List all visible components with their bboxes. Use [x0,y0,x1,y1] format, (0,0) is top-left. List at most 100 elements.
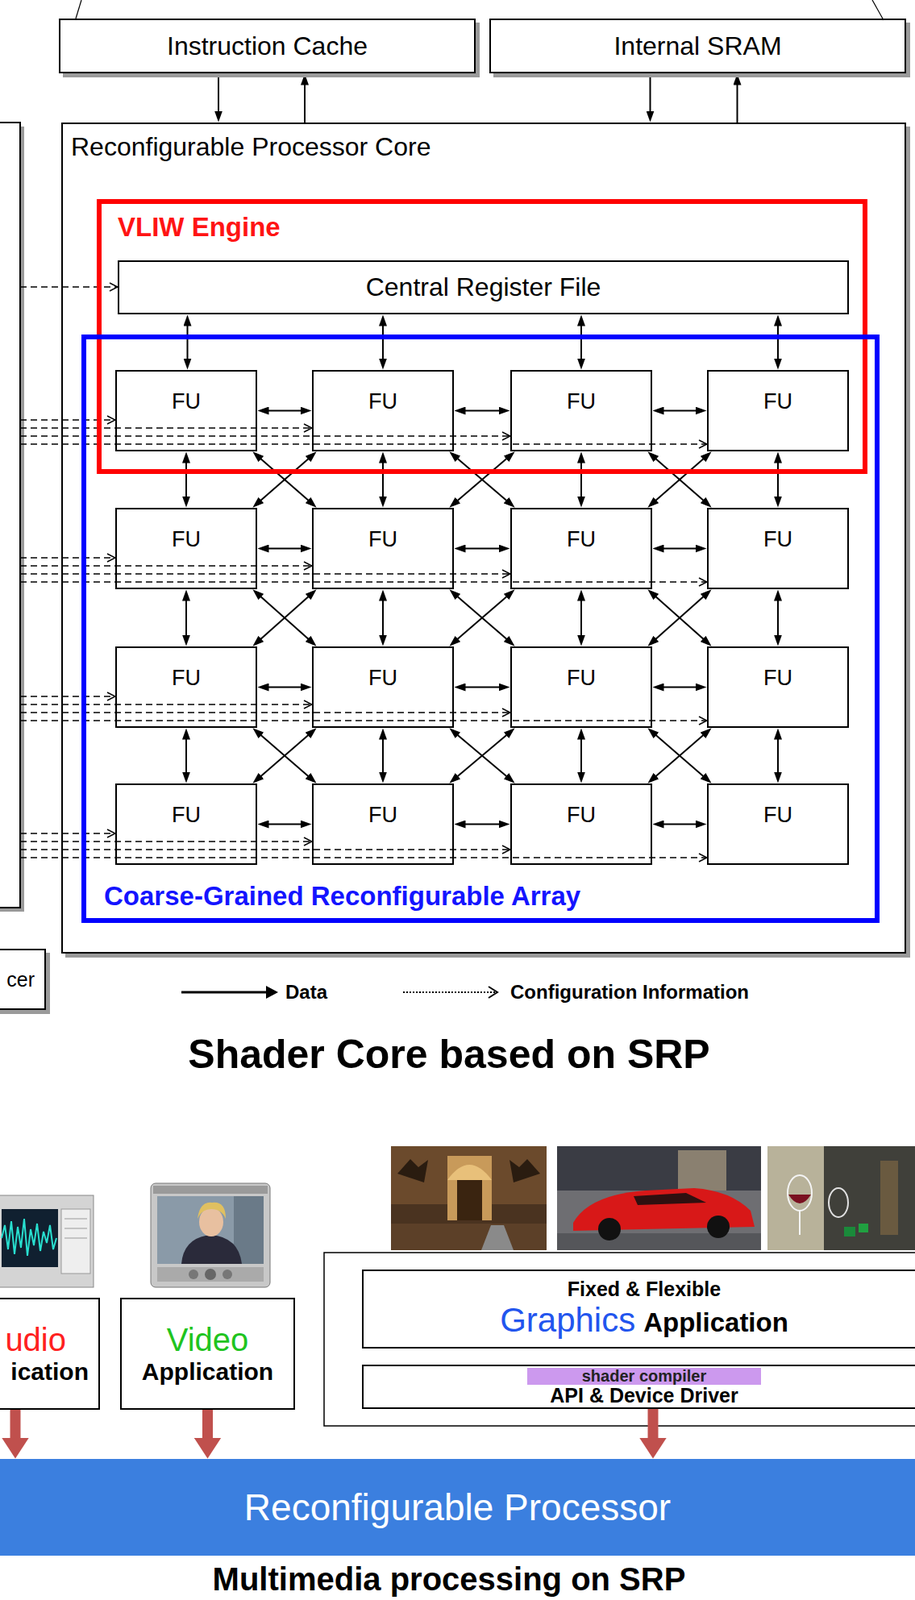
audio-screenshot-part [0,1195,94,1288]
audio-screenshot-part [1,1218,57,1257]
data-connector [261,458,309,501]
node-label: Graphics [499,1301,636,1340]
node-label: FU [368,665,398,691]
data-connector [777,462,779,497]
video-screenshot-part [199,1207,224,1237]
zoom-lines-part [872,0,884,21]
data-connector [261,735,309,777]
functional-unit: FU [510,507,653,590]
video-screenshot-part [204,1268,217,1281]
data-connector [261,735,309,777]
node-label: Central Register File [366,272,602,303]
functional-unit: FU [707,783,849,866]
car-screenshot-part [557,1146,762,1191]
video-screenshot-part [150,1183,271,1288]
configuration-lines-part [20,711,511,714]
game-screenshot [390,1146,547,1251]
functional-unit: FU [115,507,258,590]
data-connector [457,596,508,640]
figure-title: Shader Core based on SRP [0,1032,899,1078]
legend-samples-part [181,991,267,995]
data-connector [465,686,500,689]
game-screenshot-part [481,1225,514,1251]
car-screenshot-part [557,1233,762,1251]
data-connector [580,462,583,497]
video-screenshot-part [157,1267,264,1282]
legend-samples-part [403,991,495,994]
configuration-lines-part [20,695,116,698]
data-connector [217,73,220,112]
figure-caption-holder: Multimedia processing on SRP [0,1561,899,1598]
data-connector [736,84,739,123]
graphics-group-outline-part [324,1252,915,1427]
node-label: Coarse-Grained Reconfigurable Array [103,881,581,912]
node-label: API & Device Driver [549,1384,738,1406]
data-connector [656,735,704,777]
node-label: Video [166,1321,250,1359]
audio-screenshot-part [1,1209,59,1268]
zoom-lines-part [75,0,82,19]
partial-box: cer [0,948,46,1011]
still-life-screenshot-part [880,1160,899,1236]
cgra-region: Coarse-Grained Reconfigurable Array FU FU F… [81,334,880,924]
data-connector [457,458,508,501]
data-connector [185,739,188,773]
car-screenshot-part [677,1150,727,1191]
video-app-box: VideoApplication [120,1297,296,1410]
data-connector [777,325,779,359]
still-life-screenshot-part [798,1210,801,1236]
data-connector [663,686,696,689]
configuration-lines-part [20,832,116,835]
audio-app-box: udioication [0,1297,100,1410]
figure-title-holder: Shader Core based on SRP [0,1032,899,1078]
data-connector [268,686,301,689]
figure-caption: Multimedia processing on SRP [0,1561,899,1598]
configuration-lines-part [20,286,118,288]
video-screenshot-part [188,1269,199,1280]
node-label: FU [368,389,398,415]
node-label: FU [763,802,793,828]
configuration-lines [20,286,708,858]
node-label: Fixed & Flexible [363,1277,915,1302]
node-label: FU [171,802,201,828]
functional-unit: FU [510,646,653,728]
configuration-lines-part [20,856,708,859]
still-life-screenshot-part [787,1175,812,1211]
data-connector [656,458,704,501]
still-life-screenshot-part [767,1146,915,1251]
functional-unit: FU [510,783,653,866]
data-connector [580,600,583,636]
node-label: FU [763,389,793,415]
video-screenshot-part [181,1235,242,1265]
node-label: Application [643,1307,789,1339]
functional-unit: FU [707,507,849,590]
data-connector [457,596,508,640]
node-label: Internal SRAM [613,31,782,62]
functional-unit: FU [510,370,653,452]
node-label: cer [6,968,35,992]
video-screenshot-part [222,1269,233,1280]
zoom-lines [75,0,884,21]
car-screenshot-part [633,1193,707,1206]
still-life-screenshot-part [767,1146,824,1251]
node-label: FU [368,527,398,553]
node-label: FU [566,527,596,553]
data-connector [580,325,583,359]
functional-unit: FU [311,646,454,728]
data-connector [465,548,500,550]
configuration-lines-part [20,427,312,429]
still-life-screenshot-part [844,1226,856,1237]
node-label: FU [171,665,201,691]
processor-core-box: Reconfigurable Processor CoreVLIW Engine… [61,122,907,954]
car-screenshot-part [598,1218,621,1241]
data-connector [457,458,508,501]
processor-band: Reconfigurable Processor [0,1459,915,1556]
game-screenshot-part [447,1156,492,1221]
data-connector [457,735,508,777]
configuration-lines-part [20,840,312,843]
register-file-box: Central Register File [117,260,849,315]
sequencer-panel [0,122,25,912]
car-screenshot-part [707,1215,730,1239]
data-connector [457,735,508,777]
audio-screenshot-part [64,1238,88,1240]
